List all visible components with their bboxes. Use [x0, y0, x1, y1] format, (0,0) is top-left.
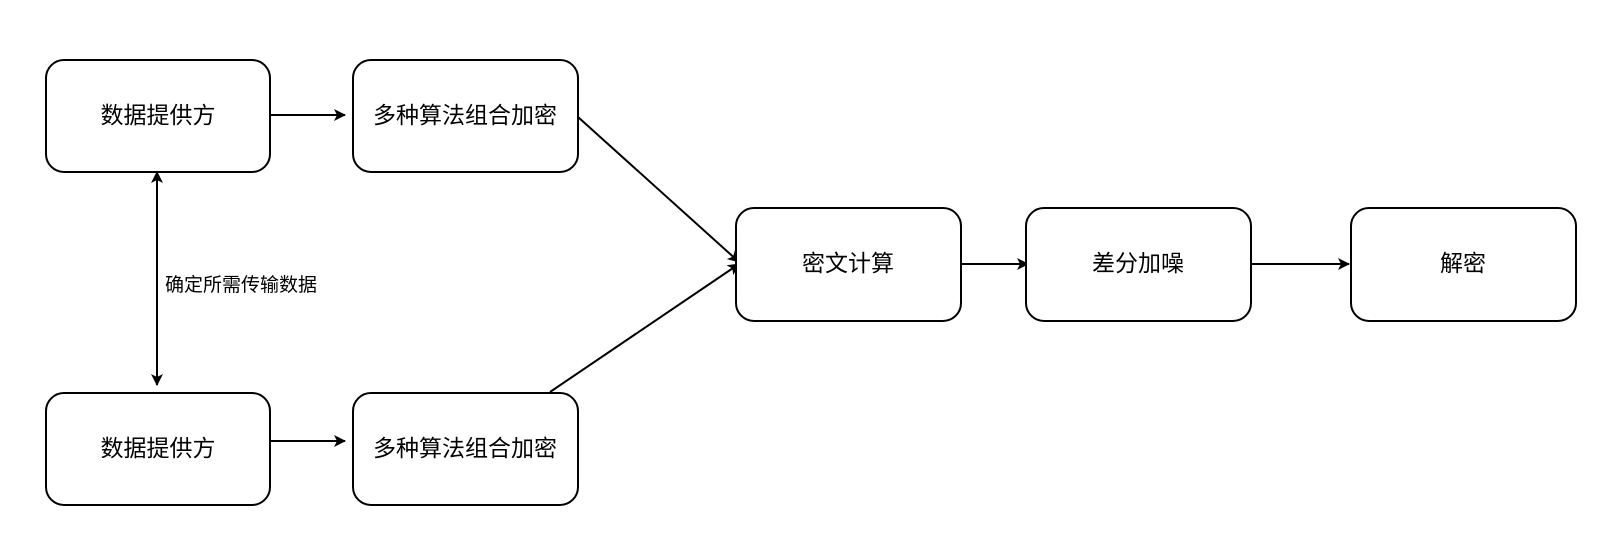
node-encrypt-bottom: 多种算法组合加密	[352, 392, 579, 506]
edge-label-providers-link: 确定所需传输数据	[165, 274, 317, 296]
node-label: 差分加噪	[1092, 251, 1184, 277]
node-provider-top: 数据提供方	[45, 59, 271, 173]
node-encrypt-top: 多种算法组合加密	[352, 59, 579, 173]
node-label: 数据提供方	[101, 103, 216, 129]
node-label: 解密	[1440, 251, 1486, 277]
node-diff-noise: 差分加噪	[1025, 207, 1252, 322]
node-decrypt: 解密	[1350, 207, 1577, 322]
node-label: 多种算法组合加密	[373, 436, 557, 462]
edge-encrypt-top-to-cipher-compute	[577, 116, 740, 263]
edge-encrypt-bottom-to-cipher-compute	[549, 263, 740, 393]
node-provider-bottom: 数据提供方	[45, 392, 271, 506]
node-label: 密文计算	[802, 251, 894, 277]
node-cipher-compute: 密文计算	[735, 207, 962, 322]
node-label: 多种算法组合加密	[373, 103, 557, 129]
node-label: 数据提供方	[101, 436, 216, 462]
